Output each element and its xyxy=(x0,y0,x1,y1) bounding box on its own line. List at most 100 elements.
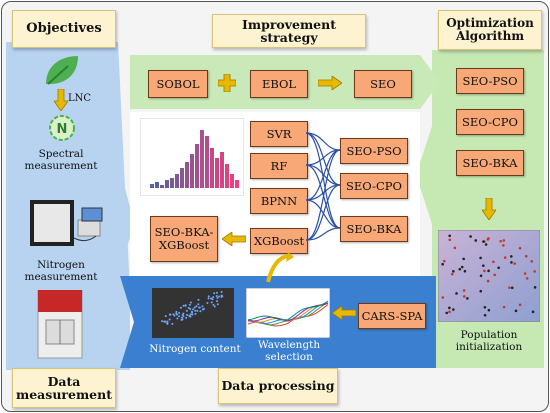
population-label: Population initialization xyxy=(455,329,523,353)
nitrogen-dot xyxy=(178,315,181,318)
nitrogen-dot xyxy=(215,295,218,298)
left-panel-chevron xyxy=(118,42,138,370)
histogram-bar xyxy=(195,144,199,188)
histogram-bar xyxy=(180,168,184,188)
histogram-bar xyxy=(155,182,159,188)
population-dot xyxy=(462,295,466,298)
population-dot xyxy=(530,259,534,263)
model-rf: RF xyxy=(250,153,308,179)
population-dot xyxy=(474,239,478,242)
arrow-right-icon xyxy=(318,76,342,90)
population-dot xyxy=(531,310,535,314)
nitrogen-dot xyxy=(171,322,174,325)
nitrogen-dot xyxy=(215,291,218,294)
histogram-bar xyxy=(175,174,179,188)
population-dot xyxy=(453,246,457,250)
nitrogen-dot xyxy=(168,318,171,321)
nitrogen-dot xyxy=(195,305,198,308)
nitrogen-dot xyxy=(194,312,197,315)
ebol-box: EBOL xyxy=(250,70,308,98)
population-dot xyxy=(452,270,455,273)
population-dot xyxy=(502,305,506,309)
nitrogen-dot xyxy=(187,306,190,309)
nitrogen-dot xyxy=(190,310,193,313)
nitrogen-dot xyxy=(189,307,192,310)
histogram-bar xyxy=(225,164,229,188)
nitrogen-dot xyxy=(216,300,219,303)
title-data-processing: Data processing xyxy=(218,368,338,404)
population-dot xyxy=(524,254,528,258)
population-dot xyxy=(533,286,537,289)
histogram-bar xyxy=(220,152,224,188)
nitrogen-dot xyxy=(188,303,191,306)
histogram-bar xyxy=(200,130,204,188)
arrow-down-icon-right xyxy=(482,198,496,220)
arrow-up-icon xyxy=(266,252,294,283)
population-dot xyxy=(510,255,513,258)
population-dot xyxy=(445,311,449,315)
nitrogen-icon: N xyxy=(49,115,75,141)
nitrogen-dot xyxy=(191,313,194,316)
model-svr: SVR xyxy=(250,121,308,147)
title-optimization: Optimization Algorithm xyxy=(438,10,542,50)
nitrogen-dot xyxy=(193,306,196,309)
population-dot xyxy=(487,269,490,273)
nitrogen-dot xyxy=(197,303,200,306)
population-dot xyxy=(442,259,446,263)
lnc-label: LNC xyxy=(68,93,92,104)
nitrogen-dot xyxy=(175,310,178,313)
histogram-bar xyxy=(150,184,154,188)
population-dot xyxy=(469,235,472,238)
histogram-bar xyxy=(165,180,169,188)
population-dot xyxy=(479,274,483,278)
population-dot xyxy=(462,257,465,261)
population-dot xyxy=(482,240,485,243)
seo-box: SEO xyxy=(354,70,412,98)
nitrogen-dot xyxy=(166,320,169,323)
svg-text:N: N xyxy=(57,122,68,137)
hybrid-seo-bka: SEO-BKA xyxy=(340,216,408,242)
nitrogen-dot xyxy=(206,301,209,304)
nitrogen-dot xyxy=(196,309,199,312)
final-model-box: SEO-BKA-XGBoost xyxy=(150,216,218,262)
population-dot xyxy=(462,289,466,292)
optim-seo-bka: SEO-BKA xyxy=(456,150,524,176)
population-dot xyxy=(492,260,495,264)
hybrid-seo-pso: SEO-PSO xyxy=(340,138,408,164)
population-dot xyxy=(486,238,490,241)
population-dot xyxy=(502,244,505,247)
population-dot xyxy=(448,238,452,242)
nitrogen-dot xyxy=(209,297,212,300)
population-dot xyxy=(479,289,483,293)
population-dot xyxy=(497,266,500,270)
histogram-bar xyxy=(210,148,214,188)
population-dot xyxy=(450,272,454,276)
population-dot xyxy=(441,262,444,266)
nitrogen-dot xyxy=(181,314,184,317)
population-dot xyxy=(533,270,536,273)
nitrogen-dot xyxy=(161,320,164,323)
nitrogen-dot xyxy=(218,295,221,298)
histogram-bar xyxy=(190,154,194,188)
nitrogen-content-label: Nitrogen content xyxy=(149,343,241,355)
population-dot xyxy=(483,313,487,317)
nitrogen-dot xyxy=(210,301,213,304)
nitrogen-dot xyxy=(197,298,200,301)
nitrogen-dot xyxy=(207,295,210,298)
nitrogen-dot xyxy=(216,303,219,306)
model-xgboost: XGBoost xyxy=(250,228,308,254)
cars-spa-box: CARS-SPA xyxy=(358,303,426,329)
nitrogen-dot xyxy=(199,310,202,313)
sobol-box: SOBOL xyxy=(148,70,208,98)
population-dot xyxy=(513,262,516,265)
arrow-left-icon xyxy=(222,232,246,246)
plus-icon xyxy=(218,74,236,92)
population-dot xyxy=(466,297,469,300)
nitrogen-dot xyxy=(173,314,176,317)
spectrum-line xyxy=(247,302,329,322)
nitrogen-dot xyxy=(169,313,172,316)
population-dot xyxy=(460,265,464,269)
population-dot xyxy=(479,256,482,260)
nitrogen-scatter-image xyxy=(152,288,234,338)
title-improvement: Improvement strategy xyxy=(212,14,366,48)
